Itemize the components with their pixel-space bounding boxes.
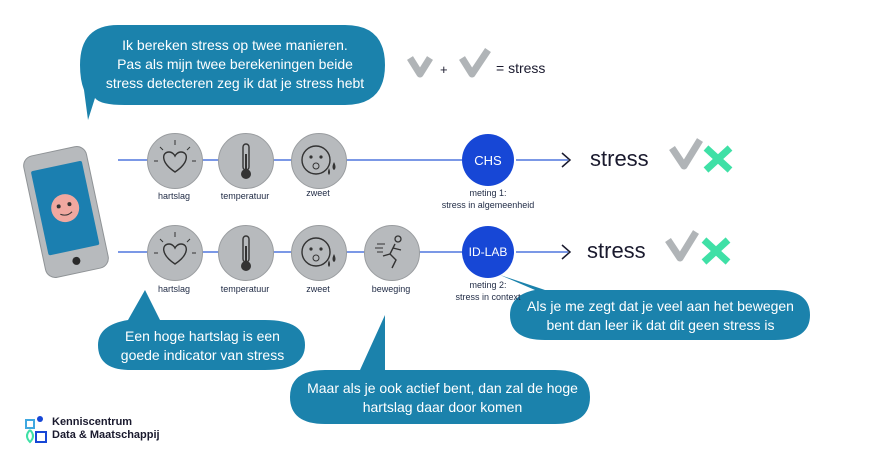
heart-icon bbox=[147, 133, 203, 189]
sensor-label: hartslag bbox=[157, 284, 191, 294]
text-line: goede indicator van stress bbox=[120, 347, 285, 363]
active-speech-bubble bbox=[290, 315, 590, 424]
logo-text: Kenniscentrum Data & Maatschappij bbox=[52, 416, 160, 442]
method-node-id-lab: ID-LAB bbox=[462, 226, 514, 278]
sweat-face-icon bbox=[291, 133, 347, 189]
legend-plus: + bbox=[440, 62, 448, 77]
heartrate-speech-bubble bbox=[98, 290, 305, 370]
text-line: bent dan leer ik dat dit geen stress is bbox=[546, 317, 775, 333]
sensor-label: temperatuur bbox=[220, 191, 270, 201]
text-line: Pas als mijn twee berekeningen beide bbox=[117, 56, 353, 72]
text-line: stress detecteren zeg ik dat je stress h… bbox=[105, 75, 365, 91]
heart-icon bbox=[147, 225, 203, 281]
logo-line: Data & Maatschappij bbox=[52, 429, 160, 441]
logo-icon bbox=[25, 416, 47, 444]
text-line: Een hoge hartslag is een bbox=[125, 328, 280, 344]
thermometer-icon bbox=[218, 225, 274, 281]
thermometer-icon bbox=[218, 133, 274, 189]
check-icon bbox=[665, 230, 699, 262]
meting-label: meting 1: stress in algemeenheid bbox=[418, 187, 558, 211]
sweat-face-icon bbox=[291, 225, 347, 281]
result-stress: stress bbox=[587, 238, 646, 263]
sensor-label: zweet bbox=[306, 188, 330, 198]
sensor-label: beweging bbox=[371, 284, 411, 294]
movement-speech-bubble bbox=[500, 275, 810, 340]
text-line: meting 1: bbox=[469, 188, 507, 198]
legend-check-icon-2 bbox=[459, 48, 491, 78]
text-line: Ik bereken stress op twee manieren. bbox=[122, 37, 348, 53]
text-line: stress in context bbox=[455, 292, 521, 302]
top-speech-bubble bbox=[80, 25, 385, 120]
phone-icon bbox=[23, 146, 109, 278]
legend-check-icon-1 bbox=[407, 56, 433, 78]
logo-line: Kenniscentrum bbox=[52, 416, 133, 428]
movement-bubble-text: Als je me zegt dat je veel aan het beweg… bbox=[518, 297, 803, 335]
sensor-label: hartslag bbox=[157, 191, 191, 201]
result-stress: stress bbox=[590, 146, 649, 171]
text-line: meting 2: bbox=[469, 280, 507, 290]
running-person-icon bbox=[364, 225, 420, 281]
text-line: stress in algemeenheid bbox=[441, 200, 535, 210]
cross-icon bbox=[701, 237, 731, 265]
text-line: Maar als je ook actief bent, dan zal de … bbox=[307, 380, 578, 396]
text-line: hartslag daar door komen bbox=[362, 399, 523, 415]
sensor-label: zweet bbox=[306, 284, 330, 294]
legend-result: = stress bbox=[496, 60, 546, 76]
text-line: Als je me zegt dat je veel aan het beweg… bbox=[527, 298, 794, 314]
active-bubble-text: Maar als je ook actief bent, dan zal de … bbox=[300, 379, 585, 417]
top-bubble-text: Ik bereken stress op twee manieren. Pas … bbox=[100, 36, 370, 93]
method-node-chs: CHS bbox=[462, 134, 514, 186]
heartrate-bubble-text: Een hoge hartslag is een goede indicator… bbox=[105, 327, 300, 365]
sensor-label: temperatuur bbox=[220, 284, 270, 294]
check-icon bbox=[669, 138, 703, 170]
cross-icon bbox=[703, 145, 733, 173]
meting-label: meting 2: stress in context bbox=[418, 279, 558, 303]
